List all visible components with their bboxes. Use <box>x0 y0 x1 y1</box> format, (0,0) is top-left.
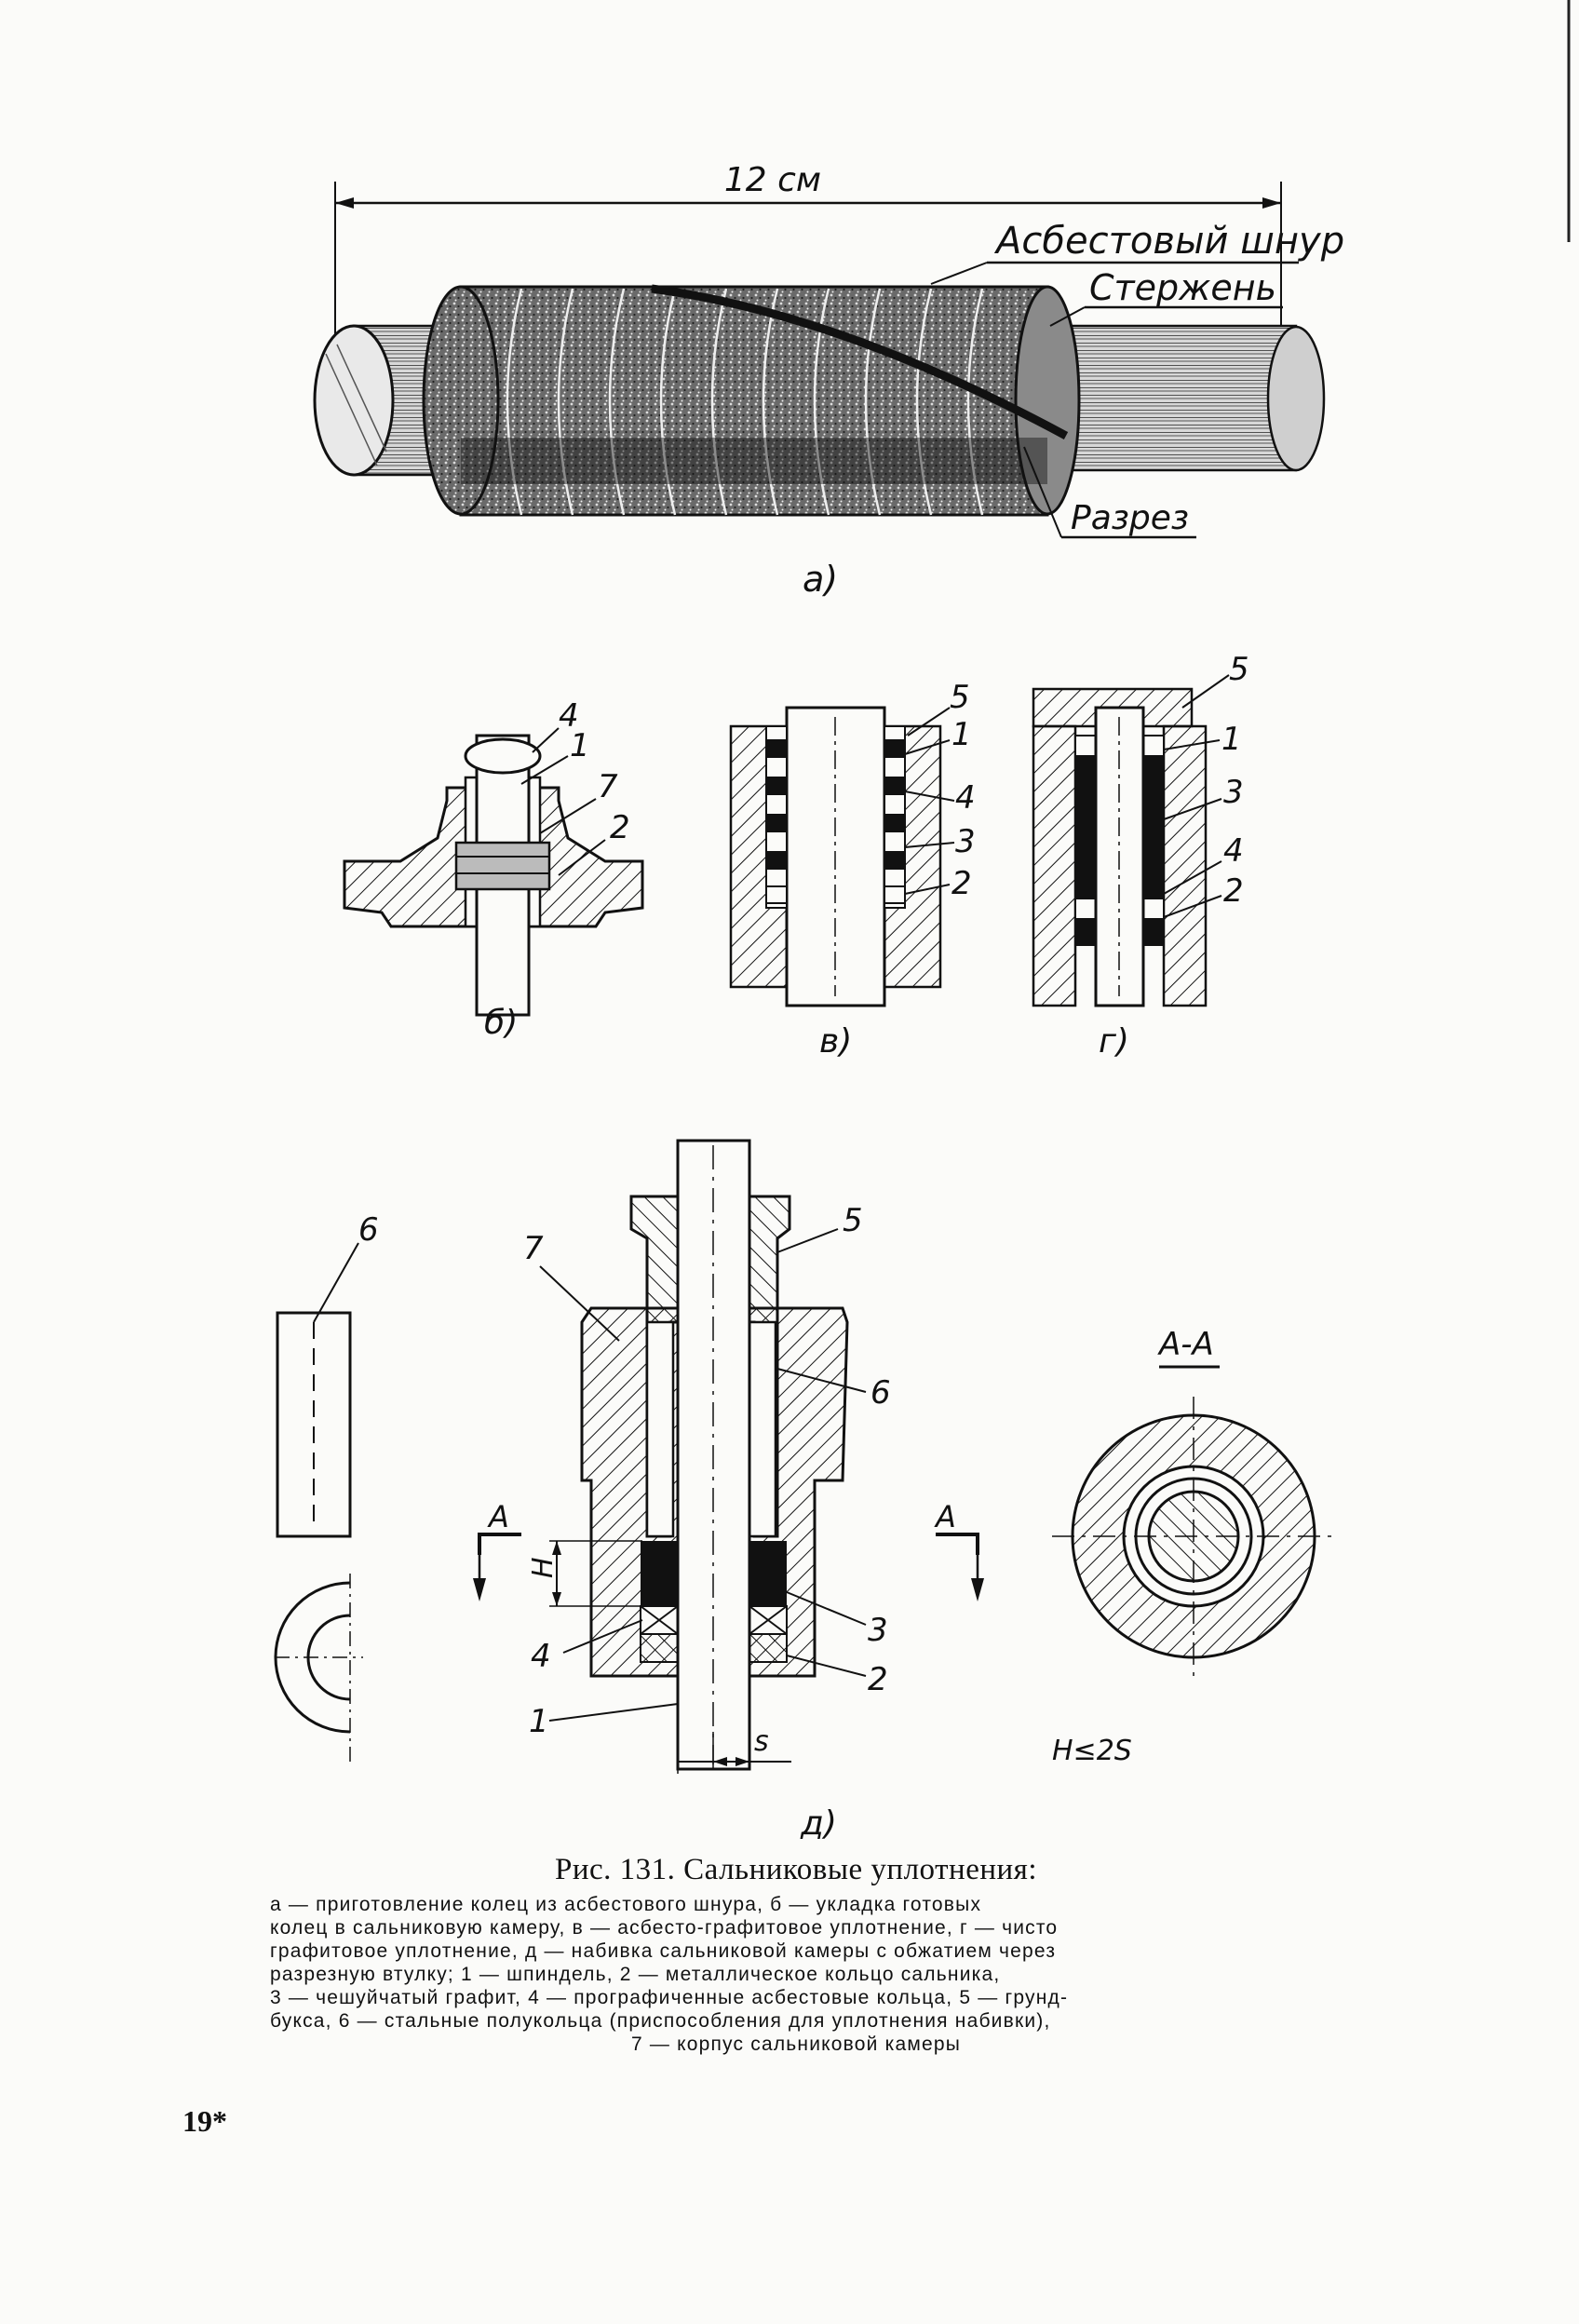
panel-v-asbestos-graphite: 5 1 4 3 2 в) <box>729 679 976 1061</box>
caption-line: 3 — чешуйчатый графит, 4 — прографиченны… <box>270 1987 1069 2008</box>
caption-line: колец в сальниковую камеру, в — асбесто-… <box>270 1917 1059 1939</box>
callout: 1 <box>951 716 972 753</box>
callout: 2 <box>951 865 972 902</box>
callout: 4 <box>1223 832 1244 870</box>
figure-caption: Рис. 131. Сальниковые уплотнения: а — пр… <box>270 1853 1322 2056</box>
callout: 4 <box>955 779 976 817</box>
callout: 5 <box>843 1202 863 1239</box>
panel-letter-d: д) <box>800 1804 837 1843</box>
page-number: 19* <box>182 2104 227 2138</box>
label-asbestos-cord: Асбестовый шнур <box>993 220 1344 263</box>
callout: 6 <box>870 1374 891 1412</box>
callout: 3 <box>868 1612 888 1649</box>
callout: 4 <box>559 697 579 735</box>
callout: 5 <box>950 679 970 716</box>
panel-b-packing-in-chamber: 4 1 7 2 б) <box>343 697 644 1042</box>
section-mark-right: А <box>934 1499 956 1534</box>
panel-a-cord-wrapping: 12 см Асбестовый шнур <box>313 161 1344 600</box>
callout: 1 <box>1221 721 1242 758</box>
condition-label: H≤2S <box>1052 1735 1132 1767</box>
caption-body: а — приготовление колец из асбестового ш… <box>270 1893 1322 2056</box>
panel-letter-b: б) <box>484 1004 518 1042</box>
caption-line: а — приготовление колец из асбестового ш… <box>270 1894 982 1915</box>
panel-letter-a: а) <box>803 559 838 600</box>
callout: 1 <box>570 727 590 764</box>
callout: 3 <box>1223 774 1244 811</box>
caption-line: графитовое уплотнение, д — набивка сальн… <box>270 1940 1057 1962</box>
callout: 2 <box>868 1661 888 1698</box>
label-rod: Стержень <box>1089 267 1276 308</box>
callout: 2 <box>1223 872 1244 910</box>
callout: 3 <box>955 823 976 860</box>
label-cut: Разрез <box>1071 499 1189 537</box>
callout: 7 <box>523 1230 544 1267</box>
caption-line: разрезную втулку; 1 — шпиндель, 2 — мета… <box>270 1964 1001 1985</box>
callout: 2 <box>610 809 630 846</box>
panel-g-pure-graphite: 5 1 3 4 2 г) <box>1032 651 1249 1061</box>
callout: 7 <box>598 768 618 805</box>
section-title: А-А <box>1157 1326 1214 1363</box>
callout: 1 <box>529 1703 549 1740</box>
label-half-ring: 6 <box>358 1211 379 1249</box>
section-mark-left: А <box>487 1499 509 1534</box>
callout: 5 <box>1229 651 1249 688</box>
caption-line: 7 — корпус сальниковой камеры <box>630 2034 962 2055</box>
caption-title: Рис. 131. Сальниковые уплотнения: <box>554 1853 1038 1886</box>
callout: 4 <box>531 1638 551 1675</box>
dimension-s: s <box>754 1725 769 1758</box>
panel-letter-g: г) <box>1099 1022 1129 1061</box>
panel-letter-v: в) <box>819 1022 852 1061</box>
dimension-h: H <box>527 1557 560 1578</box>
caption-line: букса, 6 — стальные полукольца (приспосо… <box>270 2010 1051 2032</box>
dimension-label: 12 см <box>724 161 821 199</box>
panel-d-split-sleeve-packing: 6 А А <box>274 1139 1336 1843</box>
